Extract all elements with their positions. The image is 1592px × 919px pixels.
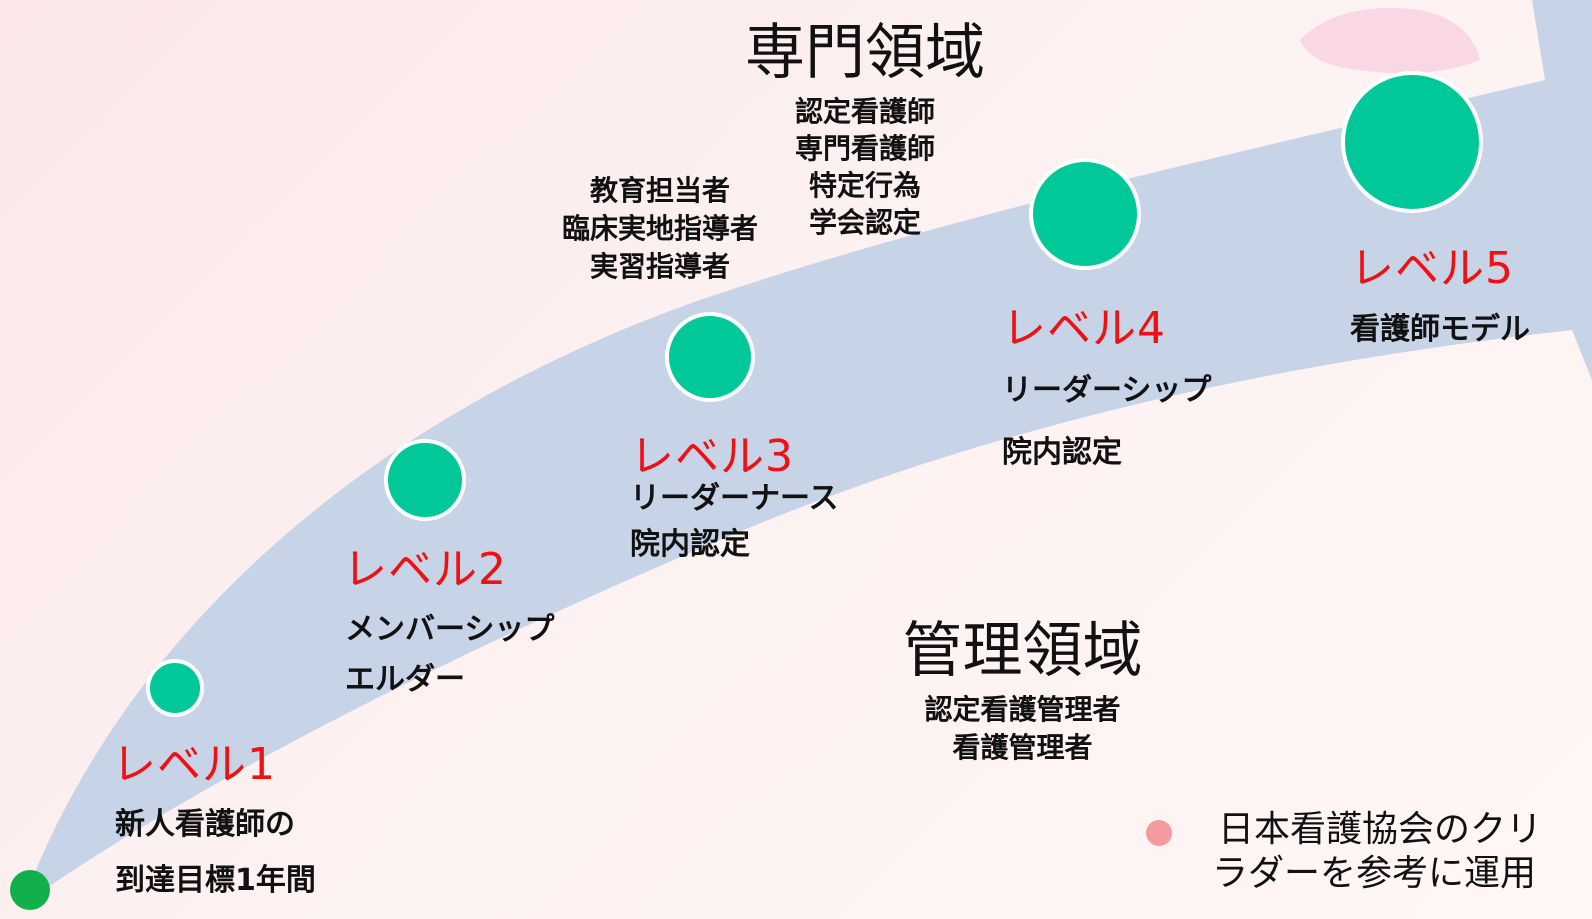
level5-description: 看護師モデル [1350, 302, 1530, 358]
management-item: 看護管理者 [952, 731, 1093, 764]
management-domain: 管理領域 認定看護管理者 看護管理者 [880, 602, 1165, 767]
education-role-item: 実習指導者 [589, 250, 730, 283]
level4-description: リーダーシップ 院内認定 [1002, 360, 1211, 484]
level1-label: レベル1 [112, 739, 276, 790]
level4-line: 院内認定 [1002, 435, 1122, 470]
level4-label: レベル4 [1002, 303, 1166, 354]
level5-circle [1341, 71, 1483, 213]
level1-line: 新人看護師の [115, 807, 295, 842]
education-role-item: 臨床実地指導者 [561, 212, 758, 245]
education-roles: 教育担当者 臨床実地指導者 実習指導者 [548, 172, 772, 286]
start-dot [10, 870, 50, 910]
level4-line: リーダーシップ [1002, 373, 1212, 408]
level2-line: エルダー [345, 662, 465, 697]
level1-description: 新人看護師の 到達目標1年間 [115, 797, 316, 909]
education-role-item: 教育担当者 [589, 174, 730, 207]
level3-circle [665, 312, 755, 402]
specialty-item: 学会認定 [808, 206, 921, 239]
level1-line: 到達目標1年間 [115, 863, 316, 898]
note-line: ラダーを参考に運用 [1212, 853, 1537, 894]
specialty-title: 専門領域 [745, 18, 985, 88]
management-items: 認定看護管理者 看護管理者 [880, 691, 1165, 767]
level2-description: メンバーシップ エルダー [345, 605, 554, 705]
management-item: 認定看護管理者 [924, 693, 1121, 726]
specialty-item: 認定看護師 [794, 95, 935, 128]
decorative-petal [1300, 8, 1480, 74]
reference-note: 日本看護協会のクリ ラダーを参考に運用 [1212, 808, 1592, 896]
management-title: 管理領域 [902, 616, 1143, 686]
level3-line: 院内認定 [630, 527, 750, 562]
level2-line: メンバーシップ [345, 612, 555, 647]
level3-label: レベル3 [630, 431, 794, 482]
note-bullet-icon [1146, 820, 1172, 846]
specialty-item: 特定行為 [808, 169, 921, 202]
level3-line: リーダーナース [630, 481, 839, 516]
level2-label: レベル2 [343, 544, 507, 595]
level5-label: レベル5 [1350, 243, 1514, 294]
level2-circle [384, 439, 466, 521]
specialty-domain: 専門領域 認定看護師 専門看護師 特定行為 学会認定 [735, 4, 995, 241]
growth-arrow [22, 0, 1592, 905]
note-line: 日本看護協会のクリ [1218, 809, 1543, 850]
specialty-items: 認定看護師 専門看護師 特定行為 学会認定 [735, 93, 995, 241]
level3-description: リーダーナース 院内認定 [630, 476, 839, 568]
level1-circle [146, 659, 204, 717]
level5-line: 看護師モデル [1350, 312, 1530, 347]
specialty-item: 専門看護師 [794, 132, 935, 165]
level4-circle [1029, 158, 1141, 270]
